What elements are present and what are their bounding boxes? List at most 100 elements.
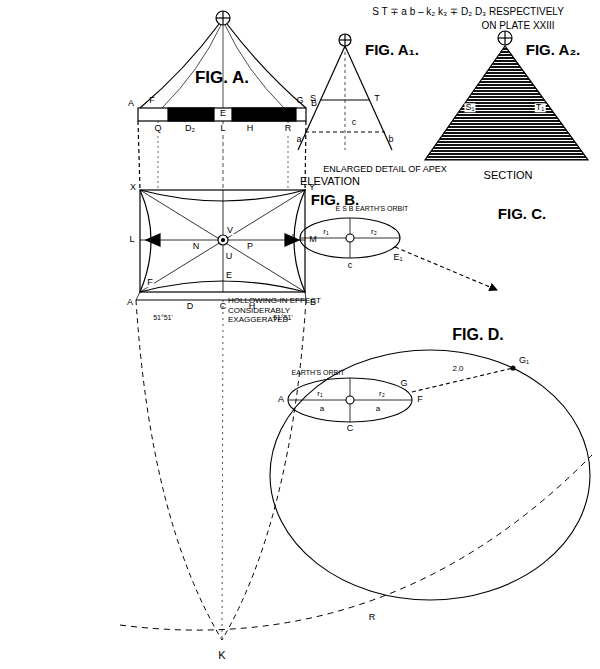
point-letter: X bbox=[130, 183, 136, 192]
point-letter: r₂ bbox=[370, 228, 378, 236]
caption-text: ELEVATION bbox=[300, 176, 360, 188]
figure-a-section-to-k-stroke bbox=[222, 300, 306, 640]
figure-a-stroke bbox=[227, 24, 306, 108]
figure-a-stroke bbox=[138, 121, 140, 190]
figure-b-stroke bbox=[218, 235, 228, 245]
figure-title: FIG. A₂. bbox=[526, 42, 580, 58]
point-letter: E bbox=[225, 271, 233, 280]
point-letter: A bbox=[290, 233, 296, 242]
caption-text: SECTION bbox=[484, 170, 533, 182]
point-letter: F bbox=[149, 96, 155, 105]
point-letter: A bbox=[278, 395, 284, 404]
dimension-label: 2.0 bbox=[451, 365, 464, 373]
figure-title: FIG. D. bbox=[452, 327, 504, 344]
point-letter: S₁ bbox=[464, 103, 475, 112]
figure-a1-stroke bbox=[345, 46, 346, 150]
figure-b-stroke bbox=[223, 190, 224, 292]
point-letter: R bbox=[284, 124, 293, 133]
point-letter: Y bbox=[309, 183, 315, 192]
point-letter: T bbox=[374, 94, 380, 103]
point-letter: G bbox=[400, 379, 407, 388]
point-letter: G₁ bbox=[519, 356, 529, 365]
figure-b-stroke bbox=[222, 239, 225, 242]
point-letter: F bbox=[146, 278, 154, 287]
figure-a2-stroke bbox=[425, 46, 588, 160]
point-letter: P bbox=[246, 242, 254, 251]
figure-d-stroke bbox=[288, 378, 412, 422]
point-letter: M bbox=[309, 235, 317, 244]
figure-a1-stroke bbox=[298, 46, 345, 150]
figure-a1-stroke bbox=[345, 46, 392, 150]
point-letter: E bbox=[219, 109, 227, 118]
point-letter: G bbox=[296, 96, 303, 105]
point-letter: B bbox=[310, 298, 316, 307]
point-letter: L bbox=[219, 124, 226, 133]
point-letter: c bbox=[351, 118, 358, 127]
figure-a-stroke bbox=[138, 108, 306, 121]
figure-a-stroke bbox=[162, 25, 221, 108]
figure-b-stroke bbox=[146, 234, 160, 246]
point-letter: E₁ bbox=[393, 253, 402, 262]
point-letter: C bbox=[347, 424, 354, 433]
point-letter: H bbox=[246, 124, 255, 133]
figure-c bbox=[300, 218, 497, 290]
figure-b-stroke bbox=[140, 190, 305, 292]
figure-title: FIG. C. bbox=[498, 206, 546, 222]
point-letter: T₁ bbox=[535, 103, 546, 112]
point-letter: L bbox=[129, 235, 134, 244]
figure-a2-stroke bbox=[498, 31, 512, 45]
figure-d bbox=[270, 350, 590, 600]
point-letter: D₂ bbox=[184, 124, 196, 133]
figure-a1-stroke bbox=[339, 34, 351, 46]
note: ON PLATE XXIII bbox=[481, 21, 554, 32]
figure-c-stroke bbox=[346, 234, 354, 242]
point-letter: R bbox=[369, 613, 376, 622]
point-letter: C bbox=[220, 302, 227, 311]
figure-a-stroke bbox=[168, 108, 214, 121]
figure-a-section-to-k-stroke bbox=[222, 300, 223, 640]
figure-a2-stroke bbox=[504, 31, 505, 45]
point-letter: A bbox=[128, 99, 134, 108]
figure-a1-stroke bbox=[344, 34, 345, 46]
figure-a-stroke bbox=[216, 11, 230, 25]
figure-a bbox=[138, 11, 306, 190]
point-letter: b bbox=[388, 135, 393, 144]
figure-a-stroke bbox=[222, 11, 223, 25]
point-letter: A bbox=[127, 298, 133, 307]
figure-b-stroke bbox=[140, 240, 305, 241]
figure-title: FIG. A. bbox=[195, 69, 249, 87]
orbit-label: E S B EARTH'S ORBIT bbox=[336, 205, 409, 212]
figure-b-stroke bbox=[140, 190, 305, 292]
point-letter: H bbox=[249, 302, 256, 311]
point-letter: V bbox=[226, 226, 234, 235]
point-letter: r₁ bbox=[322, 228, 329, 236]
figure-d-stroke bbox=[511, 366, 515, 370]
point-letter: c bbox=[348, 261, 353, 270]
figure-b-stroke bbox=[140, 190, 305, 292]
angle-dimension: 51°51' bbox=[153, 314, 173, 321]
caption-text: ENLARGED DETAIL OF APEX bbox=[323, 165, 447, 174]
figure-b-stroke bbox=[136, 292, 140, 300]
point-letter: F bbox=[417, 395, 423, 404]
figure-d-stroke bbox=[270, 350, 590, 600]
figure-a-stroke bbox=[225, 25, 284, 108]
point-letter: N bbox=[192, 242, 201, 251]
figure-b-stroke bbox=[140, 190, 305, 292]
figure-a-stroke bbox=[232, 108, 296, 121]
orbit-label: EARTH'S ORBIT bbox=[292, 369, 345, 376]
figure-b bbox=[136, 190, 306, 300]
note: S T ∓ a b – k₂ k₃ ∓ D₂ D₃ RESPECTIVELY bbox=[372, 7, 564, 18]
point-letter: a bbox=[375, 405, 381, 413]
figure-a-stroke bbox=[140, 24, 219, 108]
point-letter: S bbox=[310, 94, 316, 103]
figure-title: FIG. A₁. bbox=[365, 42, 419, 58]
angle-dimension: 51°51' bbox=[273, 314, 293, 321]
point-letter: D bbox=[187, 302, 194, 311]
figure-c-stroke bbox=[300, 218, 400, 258]
point-letter: r₂ bbox=[378, 390, 386, 398]
figure-b-stroke bbox=[285, 234, 299, 246]
point-letter: Q bbox=[153, 124, 162, 133]
figure-a-section-to-k bbox=[120, 300, 592, 640]
point-letter: r₁ bbox=[316, 390, 323, 398]
point-letter: U bbox=[225, 252, 234, 261]
